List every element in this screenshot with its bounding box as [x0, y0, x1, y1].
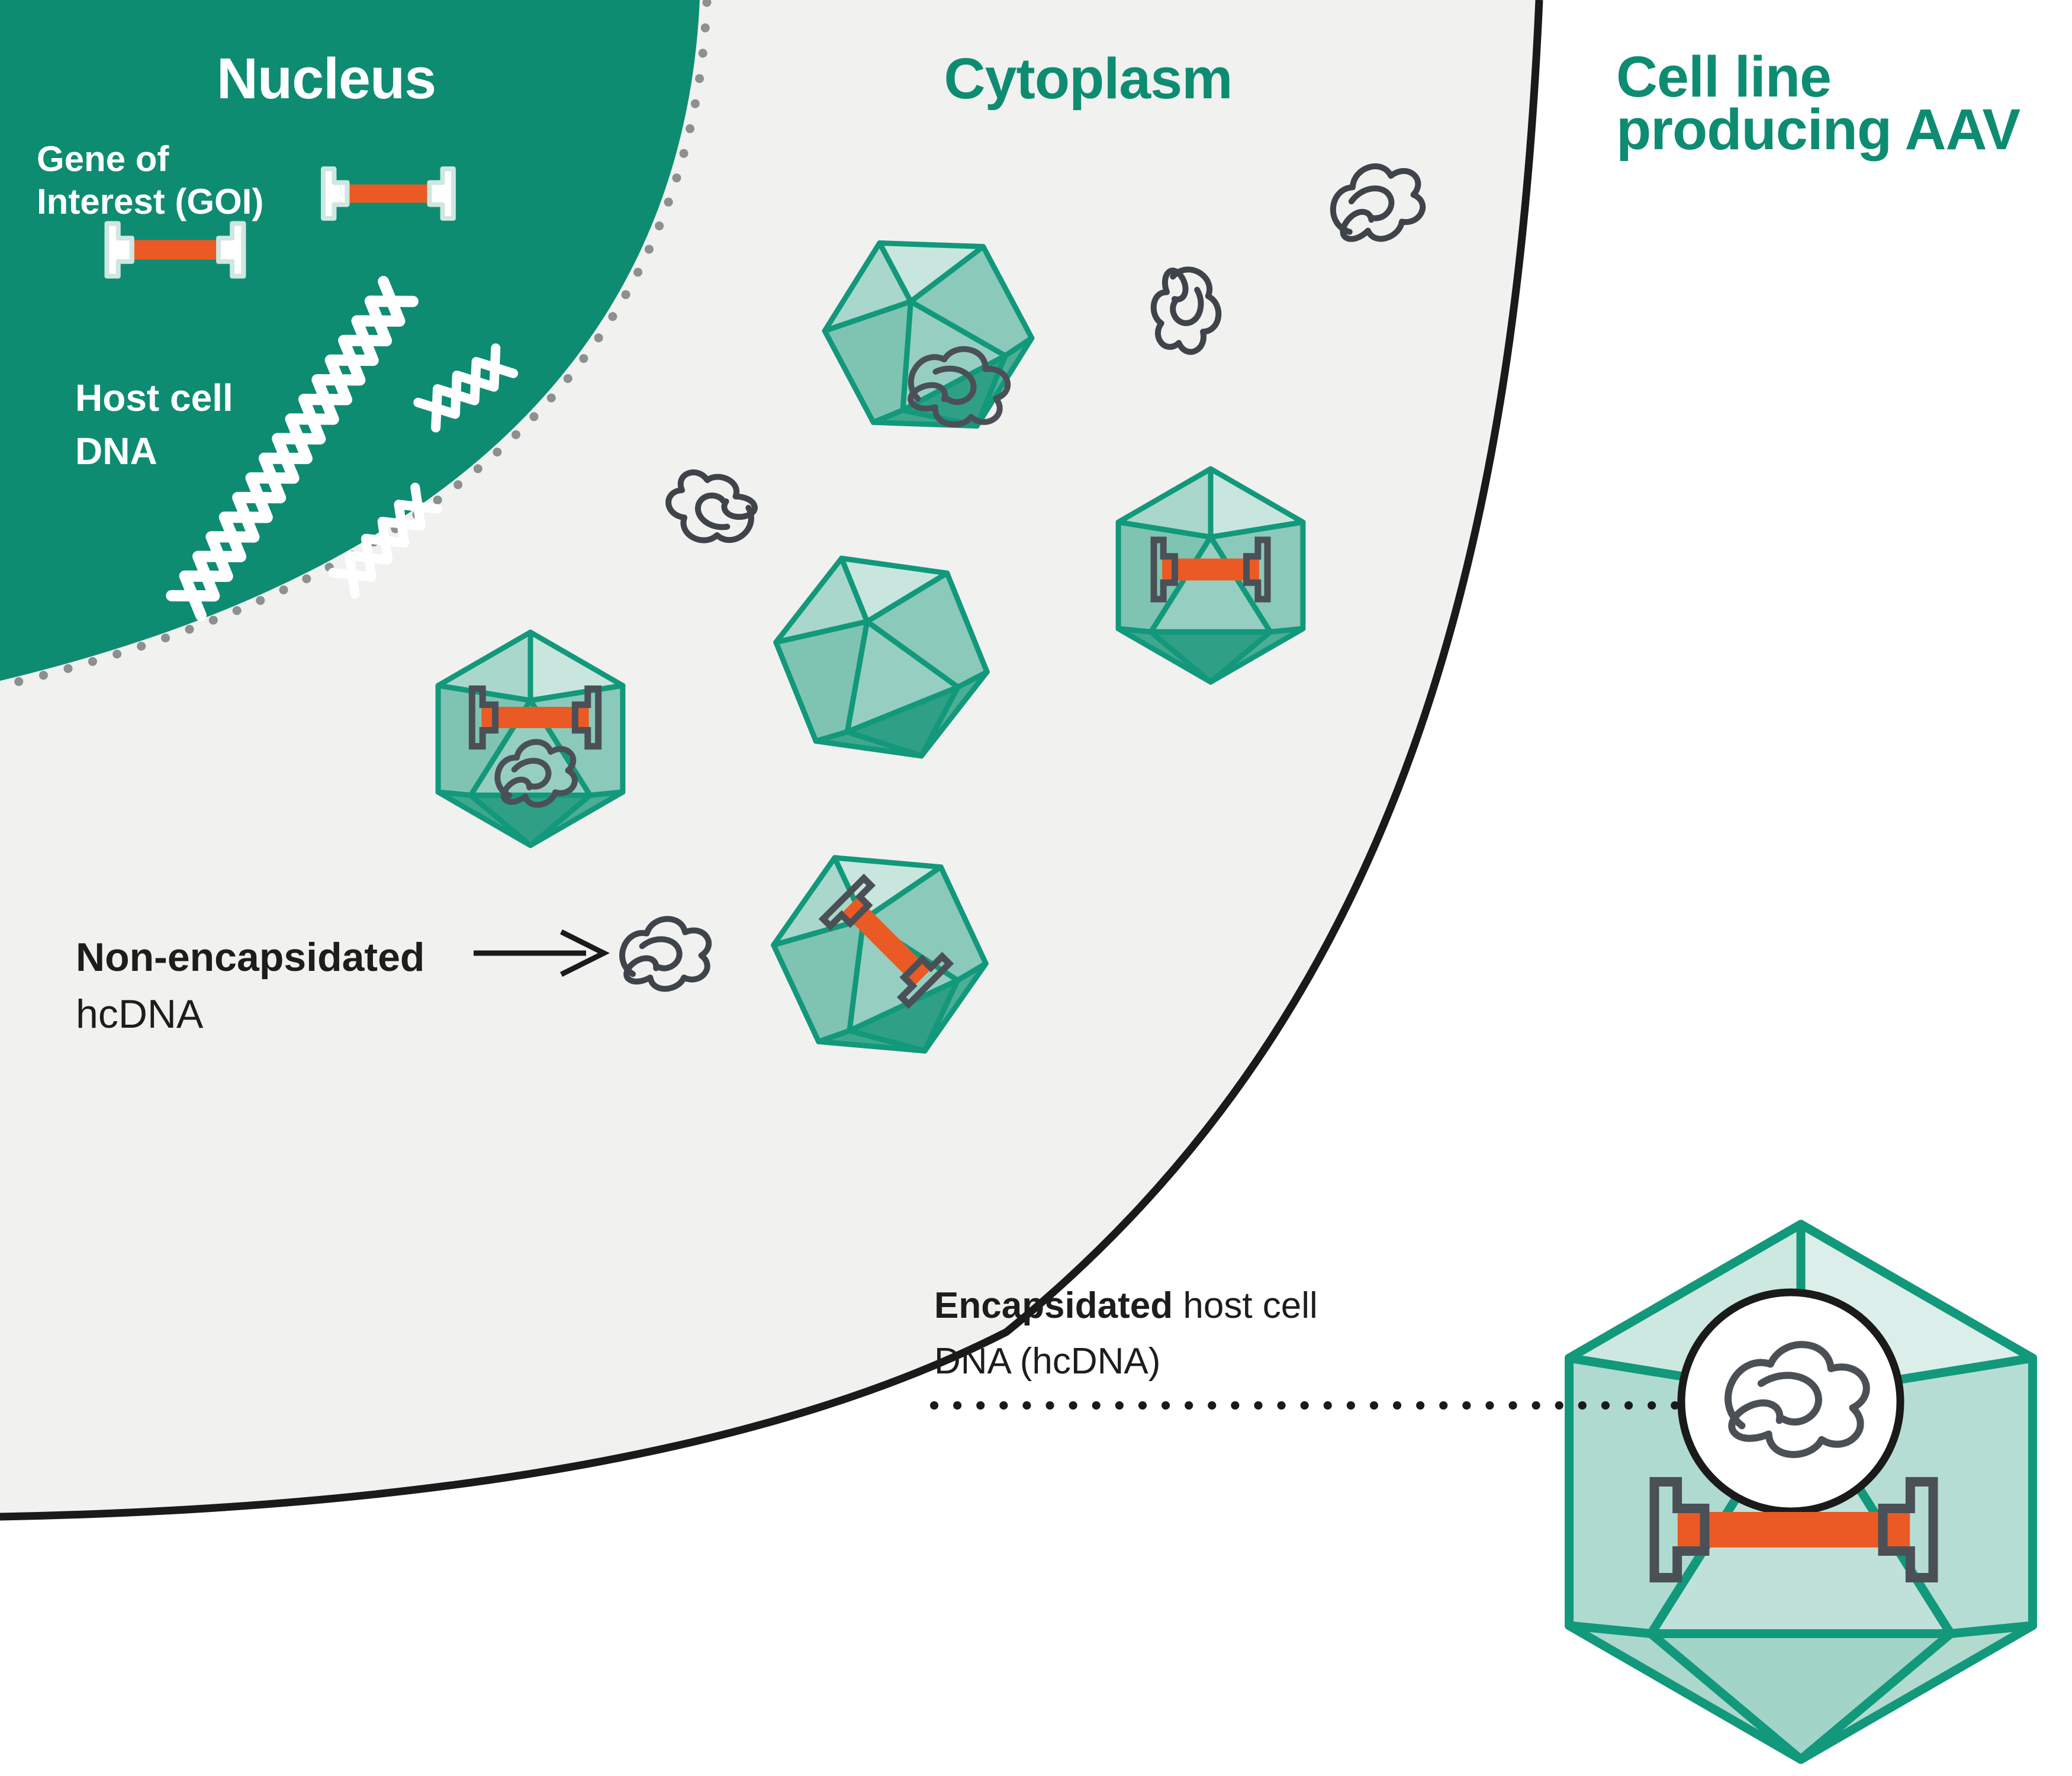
host-dna-helix-small-2 — [328, 482, 442, 599]
goi-label-line1: Gene of — [37, 139, 169, 179]
itr-bracket-icon — [1878, 1477, 1938, 1582]
itr-bracket-icon — [1150, 536, 1178, 603]
goi-gene-in-capsid — [1649, 1477, 1938, 1582]
hcdna-tangle-in-capsid — [908, 346, 1011, 427]
host-dna-label-line2: DNA — [75, 430, 157, 472]
itr-bracket-icon — [896, 951, 954, 1009]
goi-label-line2: Interest (GOI) — [37, 182, 263, 221]
encapsidated-label-line2: DNA (hcDNA) — [934, 1341, 1160, 1382]
non-encapsidated-label-line1: Non-encapsidated — [76, 935, 424, 980]
itr-bracket-icon — [468, 685, 499, 750]
itr-bracket-icon — [104, 221, 134, 279]
host-dna-label-line1: Host cell — [75, 377, 233, 419]
hcdna-tangle-in-capsid — [494, 739, 578, 808]
encapsidated-hcdna-tangle — [1724, 1341, 1870, 1458]
encapsidated-label-line1: Encapsidated host cell — [934, 1285, 1318, 1326]
cell-membrane-line — [0, 0, 1543, 1521]
aav-capsid-with-goi — [1115, 466, 1306, 685]
encapsidated-highlight-circle — [1677, 1288, 1904, 1516]
cell-line-title-line1: Cell line — [1616, 44, 1831, 109]
hcdna-tangle-free — [1330, 163, 1426, 242]
cell-line-title-line2: producing AAV — [1616, 97, 2020, 162]
itr-bracket-icon — [321, 166, 350, 221]
arrow-right — [474, 929, 610, 977]
itr-bracket-icon — [571, 685, 602, 750]
non-encapsidated-label-line2: hcDNA — [76, 992, 204, 1037]
host-dna-helix-large — [166, 276, 419, 622]
cytoplasm-title: Cytoplasm — [944, 46, 1233, 111]
goi-gene-diagonal — [818, 873, 954, 1009]
itr-bracket-icon — [1243, 536, 1271, 603]
itr-bracket-icon — [818, 873, 876, 931]
itr-bracket-icon — [427, 166, 456, 221]
host-dna-helix-small-1 — [413, 343, 519, 433]
hcdna-tangle-free — [1150, 266, 1222, 355]
nucleus-title: Nucleus — [217, 46, 436, 111]
aav-capsid-empty — [773, 555, 990, 759]
cytoplasm-region — [0, 0, 1539, 1517]
itr-bracket-icon — [1649, 1477, 1710, 1582]
hcdna-tangle-free — [619, 916, 712, 992]
hcdna-tangle-free — [665, 469, 758, 543]
goi-gene-in-capsid — [1150, 536, 1271, 603]
itr-bracket-icon — [216, 221, 246, 279]
nuclear-membrane-dots — [0, 0, 712, 691]
goi-icon — [104, 221, 246, 279]
goi-gene-in-capsid — [468, 685, 602, 750]
goi-icon — [321, 166, 456, 221]
